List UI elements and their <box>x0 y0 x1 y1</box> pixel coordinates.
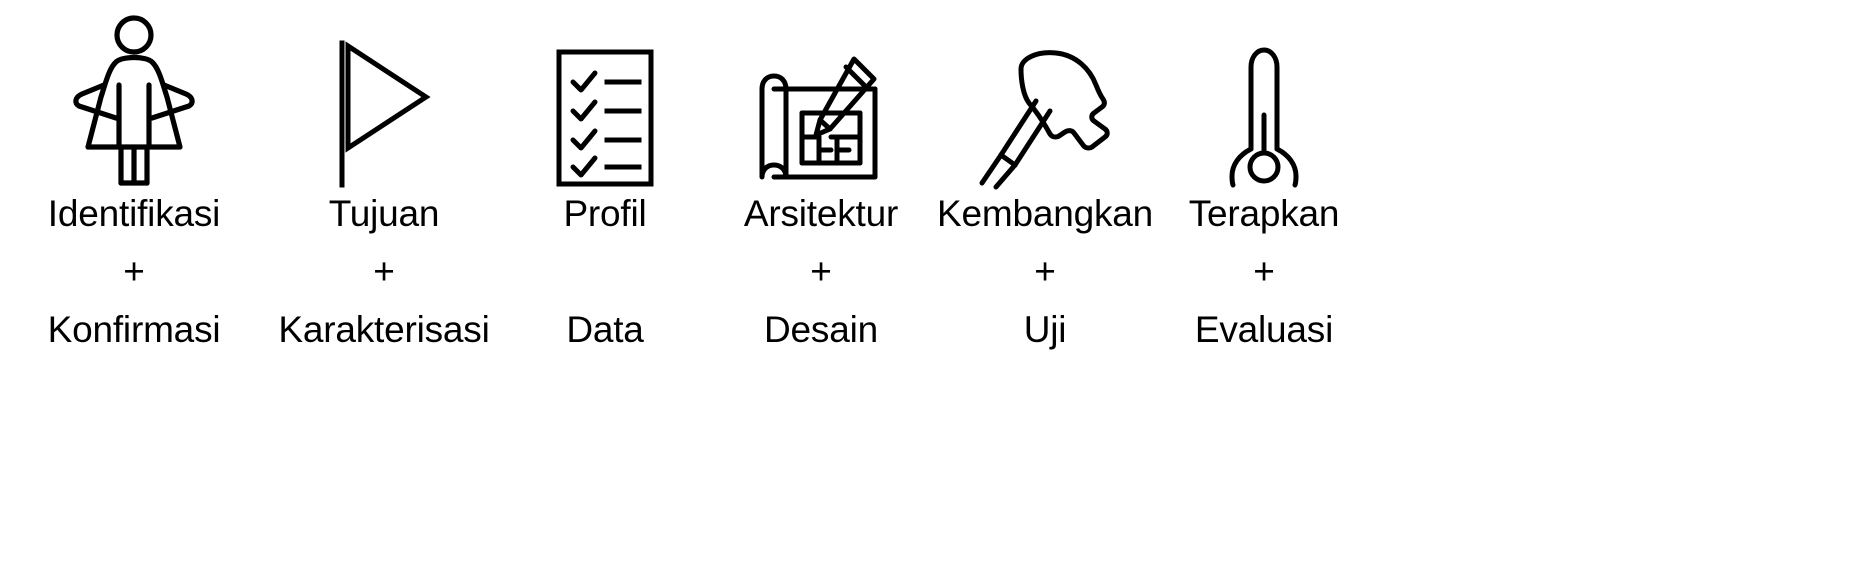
thermometer-icon <box>1158 0 1370 195</box>
process-step-arsitektur[interactable]: Arsitektur + Desain <box>710 0 932 348</box>
blueprint-pencil-icon <box>710 0 932 195</box>
step-label-plus: + <box>123 251 145 292</box>
step-label-line-1: Tujuan <box>328 193 440 234</box>
step-label-line-3: Desain <box>764 309 878 350</box>
person-arms-open-icon <box>0 0 268 195</box>
step-label-line-3: Uji <box>1023 309 1067 350</box>
hammer-icon <box>932 0 1158 195</box>
process-step-terapkan[interactable]: Terapkan + Evaluasi <box>1158 0 1370 348</box>
step-label-line-3: Evaluasi <box>1194 309 1334 350</box>
process-step-labels: Terapkan + Evaluasi <box>1158 195 1370 348</box>
step-label-plus: + <box>373 251 395 292</box>
step-label-plus: + <box>810 251 832 292</box>
step-label-line-3: Konfirmasi <box>47 309 221 350</box>
step-label-line-3: Karakterisasi <box>278 309 490 350</box>
process-step-labels: Kembangkan + Uji <box>932 195 1158 348</box>
checklist-document-icon <box>500 0 710 195</box>
step-label-line-1: Arsitektur <box>743 193 899 234</box>
step-label-line-1: Kembangkan <box>936 193 1154 234</box>
step-label-line-1: Profil <box>563 193 647 234</box>
step-label-line-1: Identifikasi <box>47 193 221 234</box>
step-label-line-1: Terapkan <box>1188 193 1340 234</box>
flag-pennant-icon <box>268 0 500 195</box>
process-step-profil[interactable]: Profil Data <box>500 0 710 348</box>
process-step-kembangkan[interactable]: Kembangkan + Uji <box>932 0 1158 348</box>
process-step-labels: Identifikasi + Konfirmasi <box>0 195 268 348</box>
process-step-identifikasi[interactable]: Identifikasi + Konfirmasi <box>0 0 268 348</box>
step-label-plus: + <box>1253 251 1275 292</box>
process-step-tujuan[interactable]: Tujuan + Karakterisasi <box>268 0 500 348</box>
step-label-plus: + <box>1034 251 1056 292</box>
step-label-plus <box>600 253 610 290</box>
process-step-labels: Tujuan + Karakterisasi <box>268 195 500 348</box>
process-step-labels: Profil Data <box>500 195 710 348</box>
process-step-labels: Arsitektur + Desain <box>710 195 932 348</box>
step-label-line-3: Data <box>566 309 644 350</box>
process-step-row: Identifikasi + Konfirmasi Tujuan + Karak… <box>0 0 1370 348</box>
